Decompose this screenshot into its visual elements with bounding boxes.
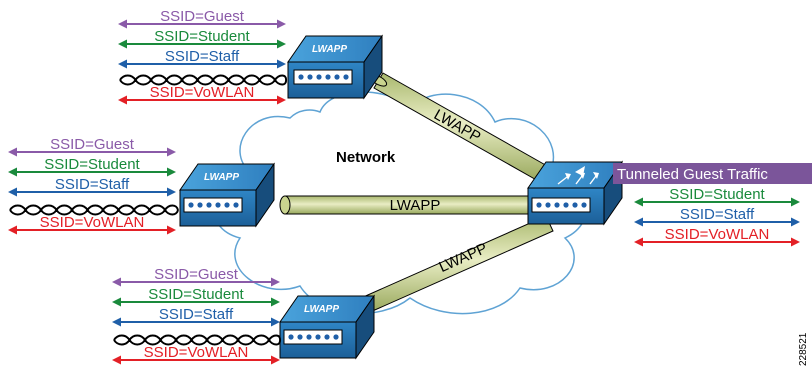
arrow-right-head-icon	[167, 147, 176, 157]
ssid-label: SSID=Student	[154, 28, 250, 45]
ssid-label: SSID=VoWLAN	[144, 344, 249, 361]
network-label: Network	[336, 149, 396, 166]
wireless-wave-icon	[119, 74, 287, 86]
ap-ports	[293, 69, 353, 85]
ssid-label: SSID=VoWLAN	[665, 226, 770, 243]
arrow-right-head-icon	[167, 187, 176, 197]
ssid-label: SSID=VoWLAN	[150, 84, 255, 101]
ssid-label: SSID=Student	[669, 186, 765, 203]
arrow-left-head-icon	[8, 225, 17, 235]
arrow-right-head-icon	[167, 167, 176, 177]
ssid-label: SSID=Staff	[165, 48, 240, 65]
wave-upper	[113, 334, 281, 342]
arrow-left-head-icon	[112, 317, 121, 327]
arrow-right-head-icon	[277, 95, 286, 105]
wave-lower	[113, 338, 281, 346]
tunneled-guest-traffic-title: Tunneled Guest Traffic	[617, 166, 768, 183]
figure-id: 228521	[798, 332, 809, 366]
wave-lower	[119, 78, 287, 86]
ssid-label: SSID=Staff	[159, 306, 234, 323]
tunnel-middle: LWAPP	[279, 195, 536, 215]
arrow-right-head-icon	[271, 355, 280, 365]
arrow-left-head-icon	[112, 355, 121, 365]
access-point-bottom: LWAPP	[279, 294, 375, 360]
ssid-row: SSID=Student	[118, 28, 286, 49]
arrow-right-head-icon	[791, 197, 800, 207]
ssid-row: SSID=Guest	[118, 8, 286, 29]
ap-ports	[183, 197, 243, 213]
wave-lower	[9, 208, 179, 216]
access-point-top: LWAPP	[287, 34, 383, 100]
ssid-row: SSID=Student	[112, 286, 280, 307]
controller-ssid-row: SSID=Staff	[634, 206, 800, 227]
ssid-label: SSID=Staff	[55, 176, 130, 193]
ssid-row: SSID=Staff	[112, 306, 280, 327]
ssid-row: SSID=Student	[8, 156, 176, 177]
arrow-left-head-icon	[118, 95, 127, 105]
wireless-wave-icon	[113, 334, 281, 346]
ssid-layer: SSID=GuestSSID=StudentSSID=StaffSSID=VoW…	[8, 8, 800, 365]
ssid-row-voice: SSID=VoWLAN	[112, 344, 280, 365]
ssid-label: SSID=Student	[44, 156, 140, 173]
ssid-row: SSID=Guest	[112, 266, 280, 287]
tunnel-middle-label: LWAPP	[390, 197, 441, 214]
arrow-left-head-icon	[634, 197, 643, 207]
access-point-middle: LWAPP	[179, 162, 275, 228]
ssid-row: SSID=Staff	[8, 176, 176, 197]
ssid-row-voice: SSID=VoWLAN	[8, 214, 176, 235]
arrow-left-head-icon	[118, 39, 127, 49]
arrow-right-head-icon	[791, 217, 800, 227]
access-point-bottom-label: LWAPP	[304, 304, 339, 315]
arrow-right-head-icon	[277, 59, 286, 69]
ssid-label: SSID=VoWLAN	[40, 214, 145, 231]
ssid-label: SSID=Student	[148, 286, 244, 303]
switch-arrows-icon	[557, 166, 599, 185]
arrow-left-head-icon	[8, 187, 17, 197]
ssid-label: SSID=Guest	[154, 266, 239, 283]
ssid-label: SSID=Guest	[160, 8, 245, 25]
arrow-right-head-icon	[277, 39, 286, 49]
access-point-top-label: LWAPP	[312, 44, 347, 55]
arrow-right-head-icon	[791, 237, 800, 247]
wave-upper	[119, 74, 287, 82]
arrow-left-head-icon	[8, 147, 17, 157]
controller-ssid-row: SSID=VoWLAN	[634, 226, 800, 247]
arrow-right-head-icon	[271, 317, 280, 327]
arrow-right-head-icon	[271, 277, 280, 287]
arrow-left-head-icon	[118, 19, 127, 29]
tunneled-guest-traffic-box	[613, 163, 812, 184]
ap-ports	[283, 329, 343, 345]
controller-ssid-row: SSID=Student	[634, 186, 800, 207]
arrow-left-head-icon	[634, 237, 643, 247]
arrow-left-head-icon	[634, 217, 643, 227]
arrow-left-head-icon	[112, 277, 121, 287]
arrow-left-head-icon	[118, 59, 127, 69]
arrow-right-head-icon	[277, 19, 286, 29]
arrow-right-head-icon	[167, 225, 176, 235]
ssid-row-voice: SSID=VoWLAN	[118, 84, 286, 105]
arrow-left-head-icon	[112, 297, 121, 307]
wireless-controller	[527, 160, 623, 226]
arrow-left-head-icon	[8, 167, 17, 177]
access-point-middle-label: LWAPP	[204, 172, 239, 183]
ssid-label: SSID=Staff	[680, 206, 755, 223]
arrow-right-head-icon	[271, 297, 280, 307]
ssid-row: SSID=Staff	[118, 48, 286, 69]
wave-upper	[9, 204, 179, 212]
ssid-label: SSID=Guest	[50, 136, 135, 153]
wireless-wave-icon	[9, 204, 179, 216]
ssid-row: SSID=Guest	[8, 136, 176, 157]
controller-ports	[531, 197, 591, 213]
